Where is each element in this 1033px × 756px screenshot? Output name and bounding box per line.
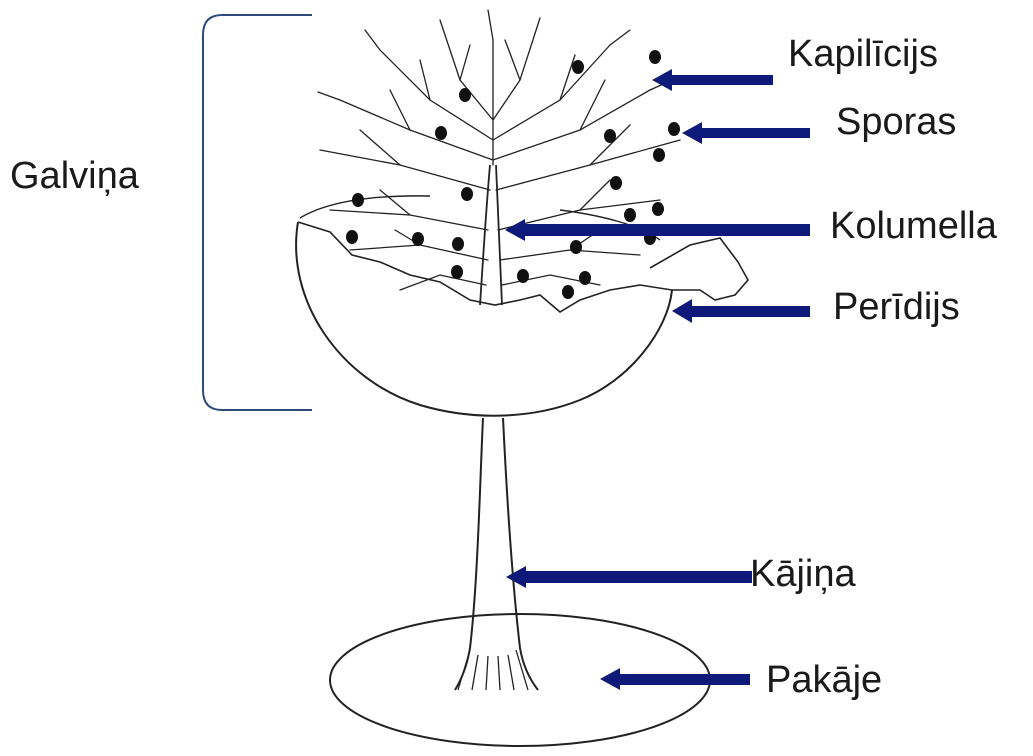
arrow-kajina	[506, 566, 752, 588]
label-kolumella: Kolumella	[830, 207, 997, 245]
stalk-root-lines	[458, 650, 528, 690]
spore	[352, 193, 364, 207]
arrow-sporas	[682, 122, 810, 144]
spore	[452, 237, 464, 251]
spore	[649, 50, 661, 64]
arrow-kapilicijs	[652, 69, 773, 91]
spore	[652, 202, 664, 216]
spore	[459, 88, 471, 102]
galvina-bracket	[203, 15, 312, 410]
label-kapilicijs: Kapilīcijs	[788, 35, 938, 73]
spore	[451, 265, 463, 279]
spores	[346, 50, 680, 299]
label-kajina: Kājiņa	[750, 555, 856, 593]
arrow-peridijs	[672, 299, 810, 323]
spore	[624, 208, 636, 222]
label-galvina: Galviņa	[10, 157, 139, 195]
spore	[461, 187, 473, 201]
spore	[570, 240, 582, 254]
spore	[412, 232, 424, 246]
label-sporas: Sporas	[836, 103, 956, 141]
spore	[346, 230, 358, 244]
stalk-kajina-shape	[455, 418, 538, 690]
spore	[668, 122, 680, 136]
spore	[579, 271, 591, 285]
arrow-pakaje	[600, 668, 750, 690]
spore	[610, 176, 622, 190]
spore	[435, 126, 447, 140]
arrows	[505, 69, 810, 690]
spore	[562, 285, 574, 299]
peridium-torn-flap	[650, 238, 748, 300]
spore	[517, 269, 529, 283]
spore	[604, 129, 616, 143]
label-peridijs: Perīdijs	[833, 288, 960, 326]
label-pakaje: Pakāje	[766, 661, 882, 699]
spore	[653, 148, 665, 162]
spore	[572, 60, 584, 74]
